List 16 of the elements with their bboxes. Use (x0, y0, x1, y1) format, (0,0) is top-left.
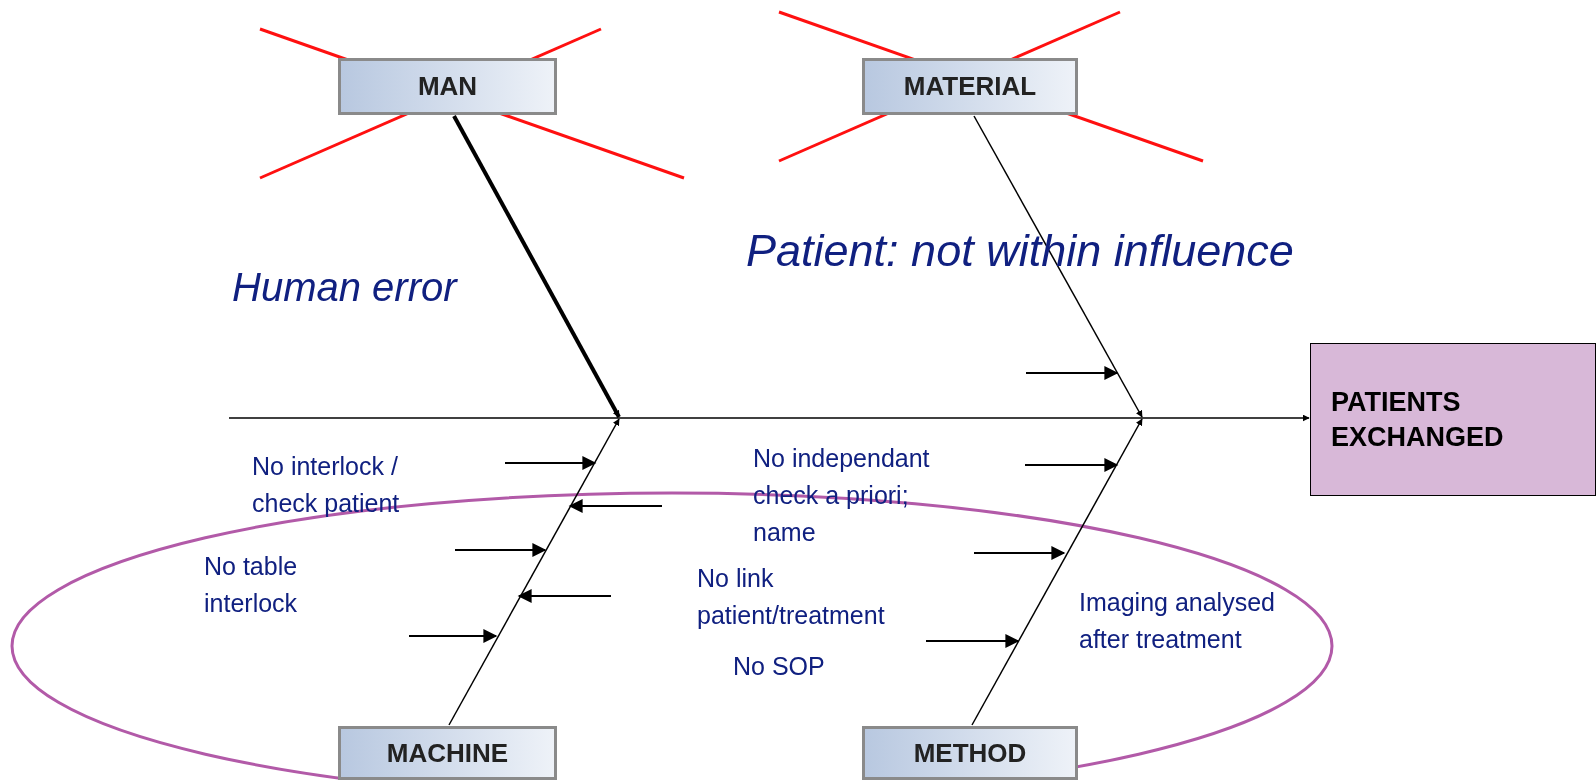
arrow (971, 418, 1143, 726)
category-box: METHOD (862, 726, 1078, 780)
category-box: MAN (338, 58, 557, 115)
cause-label: No table interlock (204, 551, 299, 619)
arrow (228, 414, 1310, 422)
cause-label: No interlock / check patient (252, 451, 401, 519)
arrow (448, 418, 620, 726)
category-box: MACHINE (338, 726, 557, 780)
effect-box: PATIENTS EXCHANGED (1310, 343, 1596, 496)
category-box: MATERIAL (862, 58, 1078, 115)
arrow (973, 115, 1143, 418)
arrow (452, 115, 621, 418)
cause-label: No SOP (733, 651, 826, 682)
cause-label: No link patient/treatment (697, 563, 886, 631)
annotation-text: Human error (232, 264, 459, 310)
cause-label: Imaging analysed after treatment (1079, 587, 1276, 655)
